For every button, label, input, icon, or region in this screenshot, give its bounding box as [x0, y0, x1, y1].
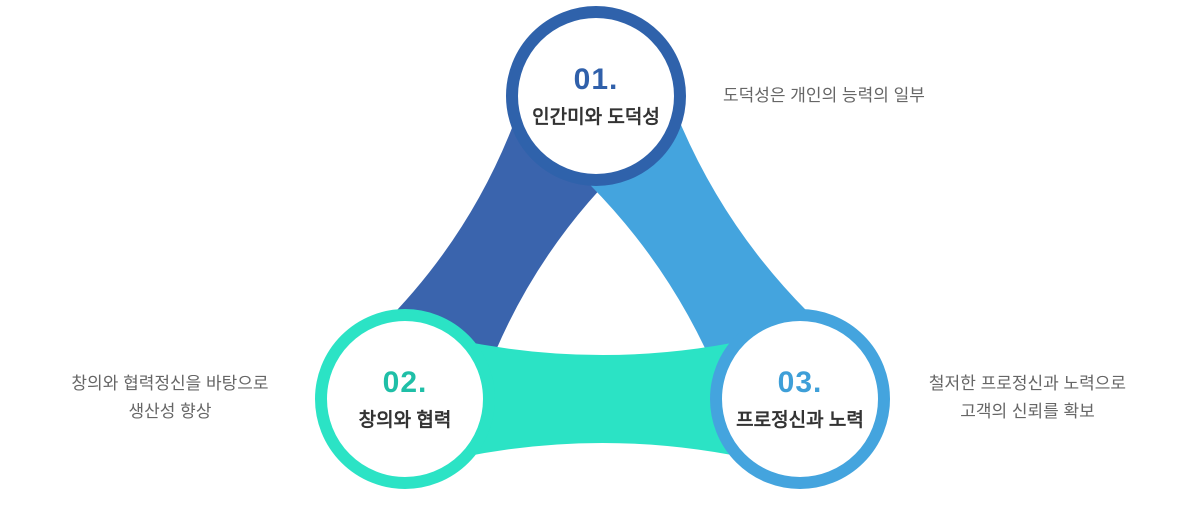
node-03-circle: 03. 프로정신과 노력	[710, 309, 890, 489]
node-02-number: 02.	[382, 366, 428, 399]
node-01-number: 01.	[573, 63, 619, 96]
node-03-caption: 철저한 프로정신과 노력으로 고객의 신뢰를 확보	[928, 374, 1127, 421]
node-02-label: 창의와 협력	[358, 410, 452, 431]
node-02-caption: 창의와 협력정신을 바탕으로 생산성 향상	[71, 374, 269, 421]
node-03-number: 03.	[777, 366, 823, 399]
node-01-circle: 01. 인간미와 도덕성	[506, 6, 686, 186]
band-02-03	[405, 327, 800, 471]
node-03-label: 프로정신과 노력	[736, 410, 864, 431]
node-02-circle: 02. 창의와 협력	[315, 309, 495, 489]
node-01-caption: 도덕성은 개인의 능력의 일부	[723, 86, 925, 105]
node-01-label: 인간미와 도덕성	[532, 107, 660, 128]
